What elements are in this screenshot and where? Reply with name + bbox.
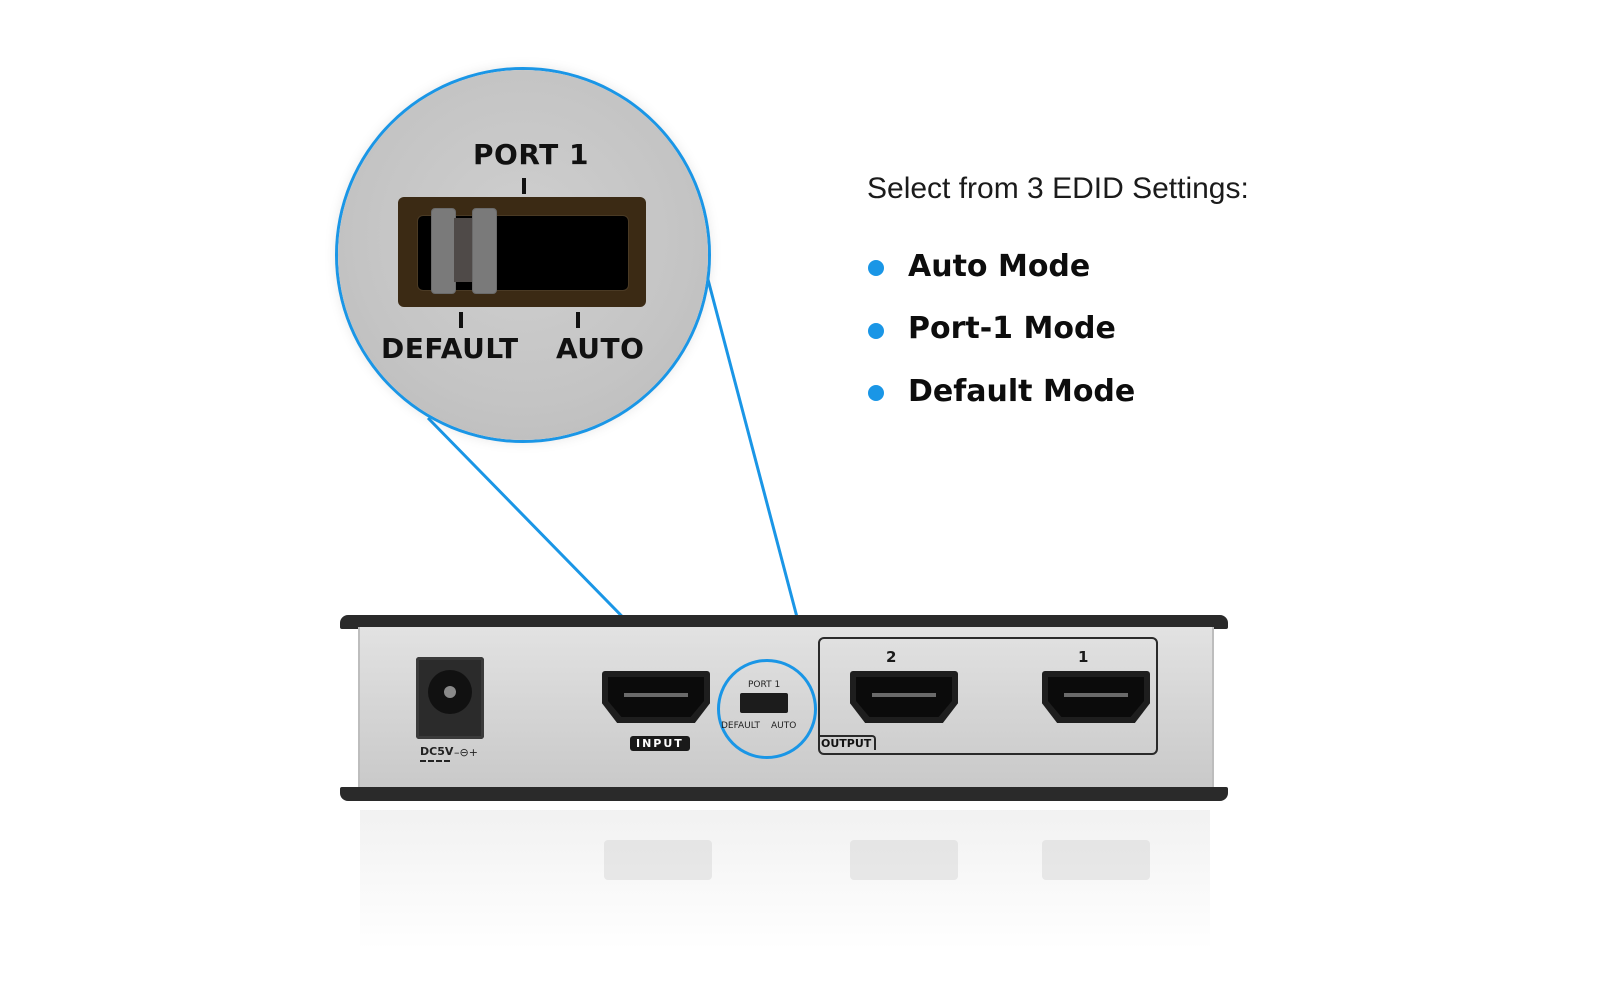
auto-tick — [576, 312, 580, 328]
default-tick — [459, 312, 463, 328]
hdmi-input-port[interactable] — [602, 671, 710, 723]
bullet-icon — [868, 385, 884, 402]
bullet-icon — [868, 322, 884, 339]
device-reflection — [360, 810, 1210, 950]
reflection-port — [850, 840, 958, 880]
output-group-frame — [818, 637, 1158, 755]
switch-default-label: DEFAULT — [721, 721, 760, 731]
mode-label: Port-1 Mode — [908, 311, 1116, 347]
switch-auto-label: AUTO — [771, 721, 797, 731]
switch-knob-center — [454, 218, 472, 282]
callout-default-label: DEFAULT — [381, 332, 519, 365]
switch-knob[interactable] — [431, 208, 456, 294]
dc-power-jack[interactable] — [416, 657, 484, 739]
edid-mode-list: Auto Mode Port-1 Mode Default Mode — [868, 235, 1135, 423]
reflection-port — [1042, 840, 1150, 880]
callout-auto-label: AUTO — [556, 332, 645, 365]
edid-heading: Select from 3 EDID Settings: — [867, 172, 1249, 205]
chassis-top-edge — [340, 615, 1228, 629]
switch-port1-label: PORT 1 — [748, 680, 781, 690]
mode-item-default: Default Mode — [868, 360, 1135, 423]
input-label: INPUT — [630, 736, 690, 751]
dc-jack-hole — [428, 670, 472, 714]
chassis-bottom-edge — [340, 787, 1228, 801]
output-label: OUTPUT — [818, 735, 877, 750]
mode-label: Default Mode — [908, 373, 1136, 409]
hdmi-output-port-2[interactable] — [850, 671, 958, 723]
port1-tick — [522, 178, 526, 194]
mode-item-port1: Port-1 Mode — [868, 298, 1135, 361]
polarity-icon: –⊖+ — [454, 746, 478, 759]
edid-switch[interactable] — [740, 693, 788, 713]
reflection-port — [604, 840, 712, 880]
mode-item-auto: Auto Mode — [868, 235, 1135, 298]
callout-port1-label: PORT 1 — [473, 138, 589, 171]
bullet-icon — [868, 260, 884, 277]
dc-jack-pin — [444, 686, 456, 698]
output-port-number-2: 2 — [886, 648, 897, 666]
hdmi-output-port-1[interactable] — [1042, 671, 1150, 723]
dc-power-label: DC5V — [420, 745, 454, 762]
hdmi-splitter-rear-panel: DC5V –⊖+ INPUT PORT 1 DEFAULT AUTO 2 1 O… — [340, 615, 1228, 805]
edid-switch-enlarged[interactable] — [398, 197, 646, 307]
mode-label: Auto Mode — [908, 248, 1091, 284]
switch-zoom-callout: PORT 1 DEFAULT AUTO — [338, 70, 708, 440]
switch-knob-ridge — [472, 208, 497, 294]
output-port-number-1: 1 — [1078, 648, 1089, 666]
switch-highlight-ring — [717, 659, 817, 759]
